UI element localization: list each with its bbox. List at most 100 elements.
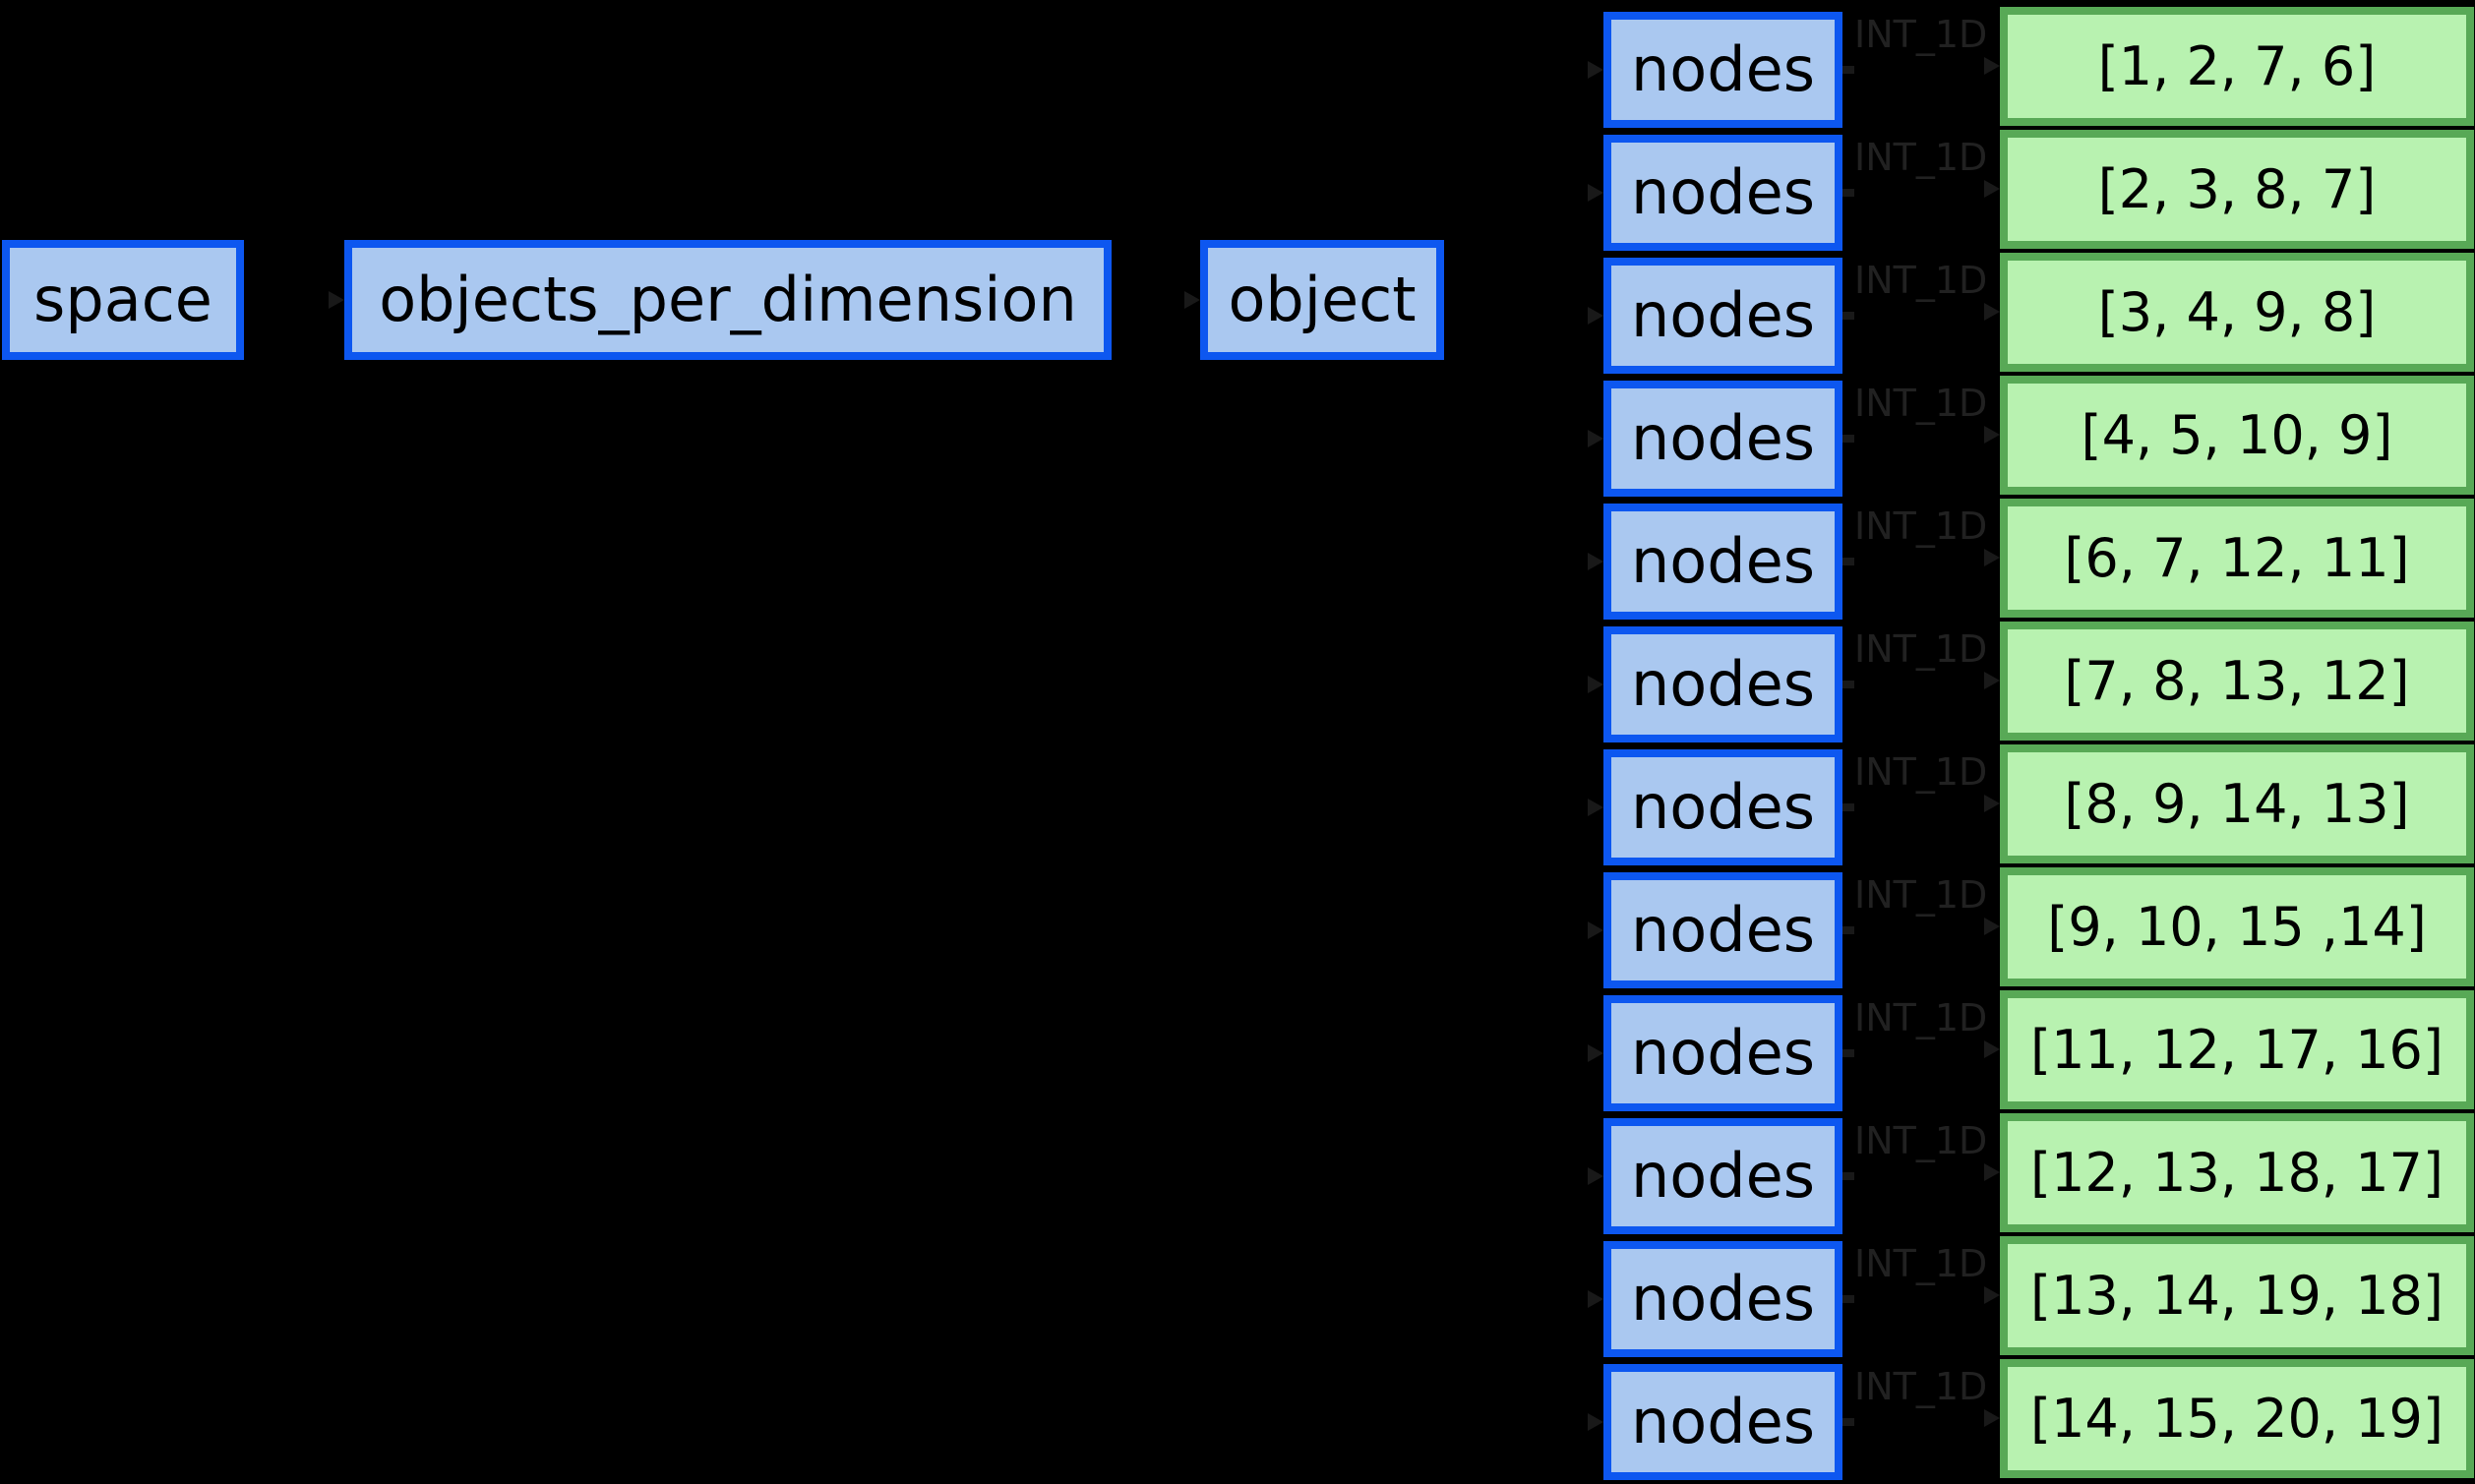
- edge-label-int-1d: INT_1D: [1854, 136, 1988, 179]
- edge-label-int-1d: INT_1D: [1854, 1242, 1988, 1285]
- diagram-row: nodes INT_1D [8, 9, 14, 13]: [0, 744, 2475, 865]
- diagram-row: nodes INT_1D [13, 14, 19, 18]: [0, 1236, 2475, 1357]
- nodes-box: nodes: [1603, 258, 1842, 374]
- value-box-label: [12, 13, 18, 17]: [2030, 1141, 2444, 1204]
- nodes-box-label: nodes: [1630, 155, 1816, 228]
- value-box: [12, 13, 18, 17]: [2000, 1113, 2474, 1232]
- value-box: [7, 8, 13, 12]: [2000, 622, 2474, 741]
- nodes-box: nodes: [1603, 1241, 1842, 1357]
- value-box: [11, 12, 17, 16]: [2000, 990, 2474, 1109]
- edge-arrowhead: [1984, 1409, 2000, 1427]
- edge-arrowhead: [1588, 1413, 1603, 1431]
- nodes-box-label: nodes: [1630, 1262, 1816, 1335]
- edge-stub: [1842, 66, 1854, 74]
- edge-arrowhead: [1984, 1040, 2000, 1058]
- edge-label-int-1d: INT_1D: [1854, 996, 1988, 1039]
- edge-label-int-1d: INT_1D: [1854, 1365, 1988, 1408]
- diagram-row: nodes INT_1D [1, 2, 7, 6]: [0, 7, 2475, 128]
- nodes-box: nodes: [1603, 1364, 1842, 1480]
- edge-stub: [1842, 558, 1854, 565]
- space-node: space: [2, 240, 244, 360]
- value-box: [1, 2, 7, 6]: [2000, 7, 2474, 126]
- edge-label-int-1d: INT_1D: [1854, 505, 1988, 548]
- nodes-box-label: nodes: [1630, 278, 1816, 351]
- nodes-box-label: nodes: [1630, 32, 1816, 105]
- value-box: [8, 9, 14, 13]: [2000, 744, 2474, 863]
- nodes-box-label: nodes: [1630, 1016, 1816, 1089]
- nodes-box: nodes: [1603, 749, 1842, 865]
- edge-stub: [1842, 189, 1854, 197]
- edge-arrowhead: [1588, 1044, 1603, 1062]
- diagram-row: nodes INT_1D [2, 3, 8, 7]: [0, 130, 2475, 251]
- objects-per-dimension-node: objects_per_dimension: [344, 240, 1112, 360]
- edge-label-int-1d: INT_1D: [1854, 627, 1988, 671]
- nodes-box: nodes: [1603, 1118, 1842, 1234]
- edge-label-int-1d: INT_1D: [1854, 873, 1988, 917]
- value-box-label: [7, 8, 13, 12]: [2064, 649, 2410, 712]
- edge-label-int-1d: INT_1D: [1854, 259, 1988, 302]
- object-node: object: [1200, 240, 1444, 360]
- value-box: [3, 4, 9, 8]: [2000, 253, 2474, 372]
- edge-label-int-1d: INT_1D: [1854, 750, 1988, 794]
- value-box-label: [6, 7, 12, 11]: [2064, 526, 2410, 589]
- nodes-box: nodes: [1603, 135, 1842, 251]
- edge-label-int-1d: INT_1D: [1854, 13, 1988, 56]
- edge-arrowhead: [1984, 303, 2000, 321]
- diagram-row: nodes INT_1D [4, 5, 10, 9]: [0, 376, 2475, 497]
- nodes-box: nodes: [1603, 626, 1842, 742]
- nodes-box-label: nodes: [1630, 893, 1816, 966]
- value-box-label: [3, 4, 9, 8]: [2097, 280, 2377, 343]
- edge-arrowhead: [1984, 180, 2000, 198]
- nodes-box-label: nodes: [1630, 401, 1816, 474]
- nodes-box: nodes: [1603, 872, 1842, 988]
- nodes-box: nodes: [1603, 504, 1842, 620]
- nodes-box: nodes: [1603, 995, 1842, 1111]
- edge-arrowhead: [1184, 291, 1200, 309]
- edge-stub: [1842, 1049, 1854, 1057]
- edge-arrowhead: [1588, 1290, 1603, 1308]
- diagram-row: nodes INT_1D [9, 10, 15 ,14]: [0, 867, 2475, 988]
- edge-arrowhead: [1588, 1167, 1603, 1185]
- value-box: [4, 5, 10, 9]: [2000, 376, 2474, 495]
- edge-arrowhead: [1588, 799, 1603, 816]
- diagram-row: nodes INT_1D [12, 13, 18, 17]: [0, 1113, 2475, 1234]
- nodes-box-label: nodes: [1630, 1139, 1816, 1212]
- nodes-box: nodes: [1603, 12, 1842, 128]
- edge-arrowhead: [1984, 1163, 2000, 1181]
- edge-arrowhead: [1984, 672, 2000, 689]
- value-box-label: [9, 10, 15 ,14]: [2047, 895, 2427, 958]
- edge-arrowhead: [1984, 918, 2000, 935]
- edge-arrowhead: [1588, 307, 1603, 325]
- value-box: [13, 14, 19, 18]: [2000, 1236, 2474, 1355]
- edge-arrowhead: [1588, 61, 1603, 79]
- edge-label-int-1d: INT_1D: [1854, 382, 1988, 425]
- edge-arrowhead: [1984, 549, 2000, 566]
- edge-arrowhead: [1984, 426, 2000, 444]
- value-box-label: [14, 15, 20, 19]: [2030, 1387, 2444, 1450]
- diagram-row: nodes INT_1D [7, 8, 13, 12]: [0, 622, 2475, 742]
- edge-stub: [1842, 1295, 1854, 1303]
- value-box-label: [2, 3, 8, 7]: [2097, 157, 2377, 220]
- edge-arrowhead: [1984, 1286, 2000, 1304]
- edge-arrowhead: [1984, 57, 2000, 75]
- edge-arrowhead: [1588, 676, 1603, 693]
- value-box-label: [4, 5, 10, 9]: [2081, 403, 2393, 466]
- diagram-row: nodes INT_1D [11, 12, 17, 16]: [0, 990, 2475, 1111]
- value-box-label: [13, 14, 19, 18]: [2030, 1264, 2444, 1327]
- nodes-box-label: nodes: [1630, 647, 1816, 720]
- nodes-box-label: nodes: [1630, 524, 1816, 597]
- edge-arrowhead: [1984, 795, 2000, 812]
- edge-stub: [1842, 926, 1854, 934]
- edge-stub: [1842, 803, 1854, 811]
- edge-stub: [1842, 1172, 1854, 1180]
- value-box: [14, 15, 20, 19]: [2000, 1359, 2474, 1478]
- edge-label-int-1d: INT_1D: [1854, 1119, 1988, 1162]
- space-node-label: space: [33, 263, 212, 335]
- value-box-label: [8, 9, 14, 13]: [2064, 772, 2410, 835]
- edge-stub: [1842, 312, 1854, 320]
- value-box: [9, 10, 15 ,14]: [2000, 867, 2474, 986]
- objects-per-dimension-node-label: objects_per_dimension: [379, 263, 1077, 335]
- edge-stub: [1842, 681, 1854, 688]
- value-box-label: [1, 2, 7, 6]: [2097, 34, 2377, 97]
